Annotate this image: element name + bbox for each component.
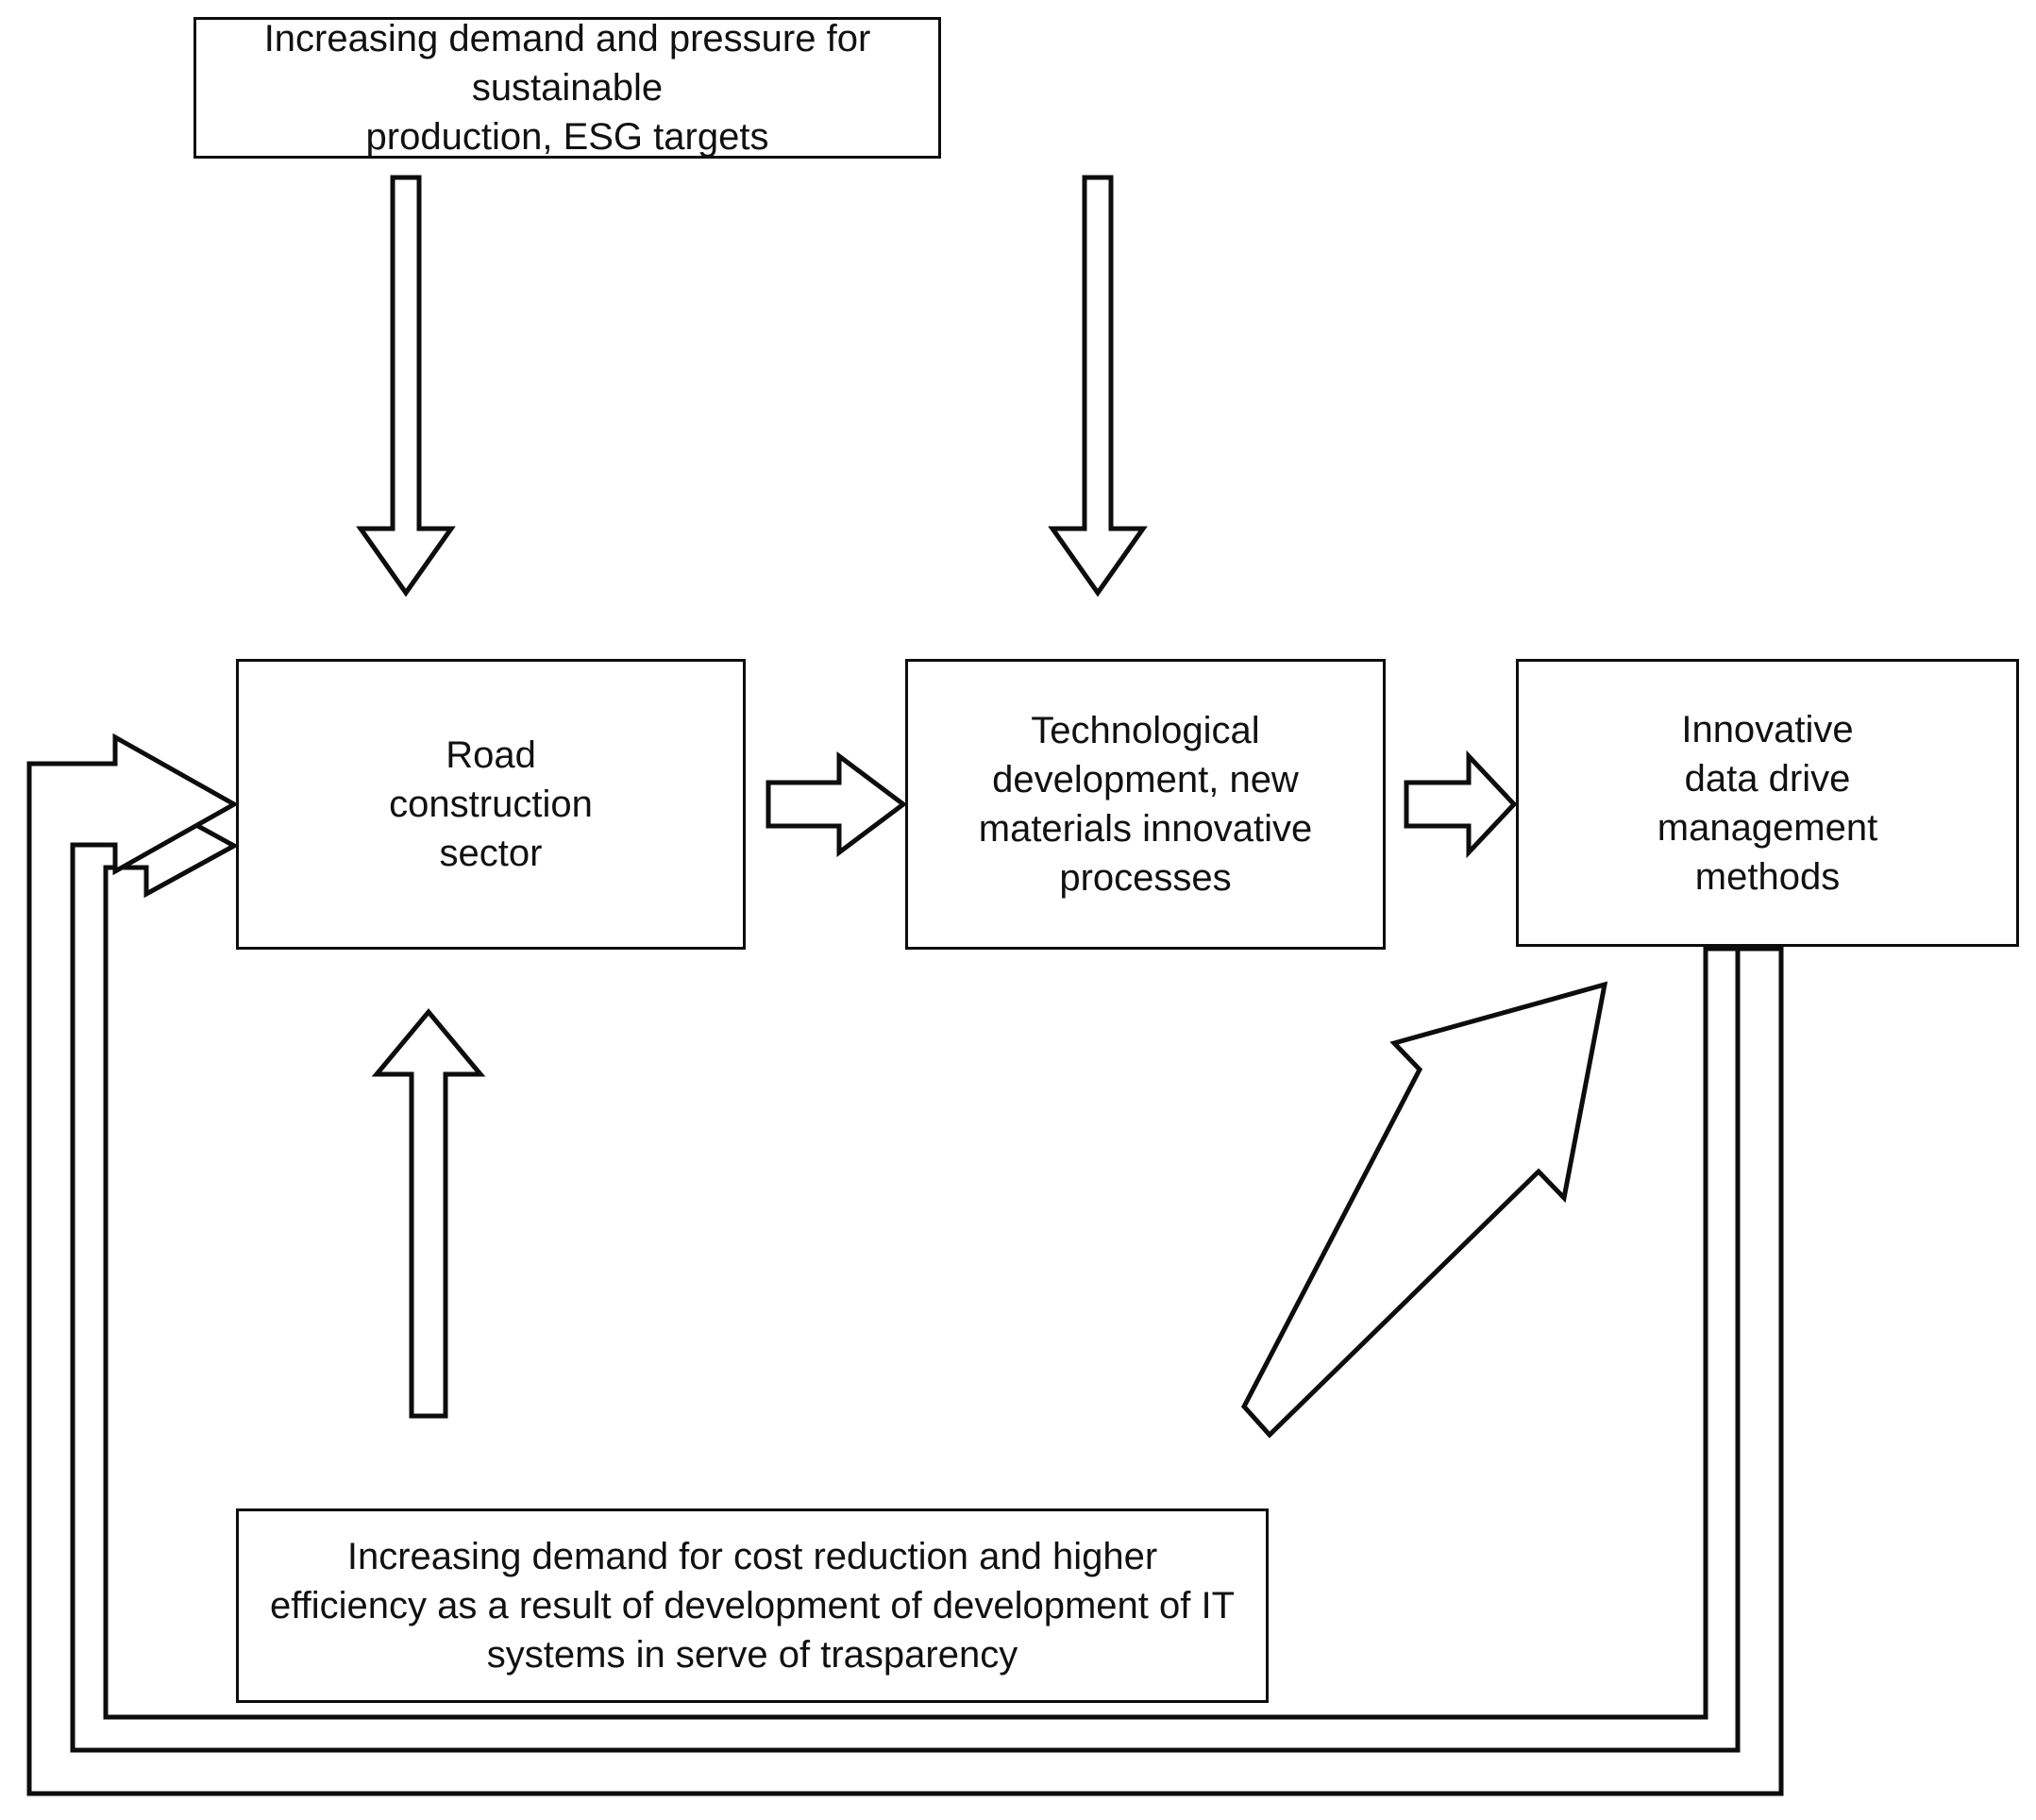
arrow-road-construction-to-tech-development xyxy=(766,751,908,857)
node-road-construction-sector: Road construction sector xyxy=(236,659,746,950)
node-driver-sustainable-production-label: Increasing demand and pressure for susta… xyxy=(263,18,871,158)
node-technological-development-label: Technological development, new materials… xyxy=(978,710,1313,899)
node-driver-cost-reduction-label: Increasing demand for cost reduction and… xyxy=(269,1536,1236,1676)
node-road-construction-sector-label: Road construction sector xyxy=(389,734,593,874)
arrow-top-driver-to-road-construction xyxy=(356,175,456,598)
node-data-driven-management: Innovative data drive management methods xyxy=(1516,659,2019,947)
arrow-data-management-feedback-outer xyxy=(26,733,1784,1796)
arrow-tech-development-to-data-management xyxy=(1404,750,1518,859)
arrow-top-driver-to-tech-development xyxy=(1048,175,1148,598)
node-data-driven-management-label: Innovative data drive management methods xyxy=(1657,708,1878,898)
node-driver-cost-reduction: Increasing demand for cost reduction and… xyxy=(236,1508,1269,1703)
node-driver-sustainable-production: Increasing demand and pressure for susta… xyxy=(194,17,941,159)
node-technological-development: Technological development, new materials… xyxy=(905,659,1386,950)
arrow-bottom-driver-to-road-construction xyxy=(371,1008,486,1419)
arrow-bottom-driver-to-data-management xyxy=(1240,981,1608,1439)
